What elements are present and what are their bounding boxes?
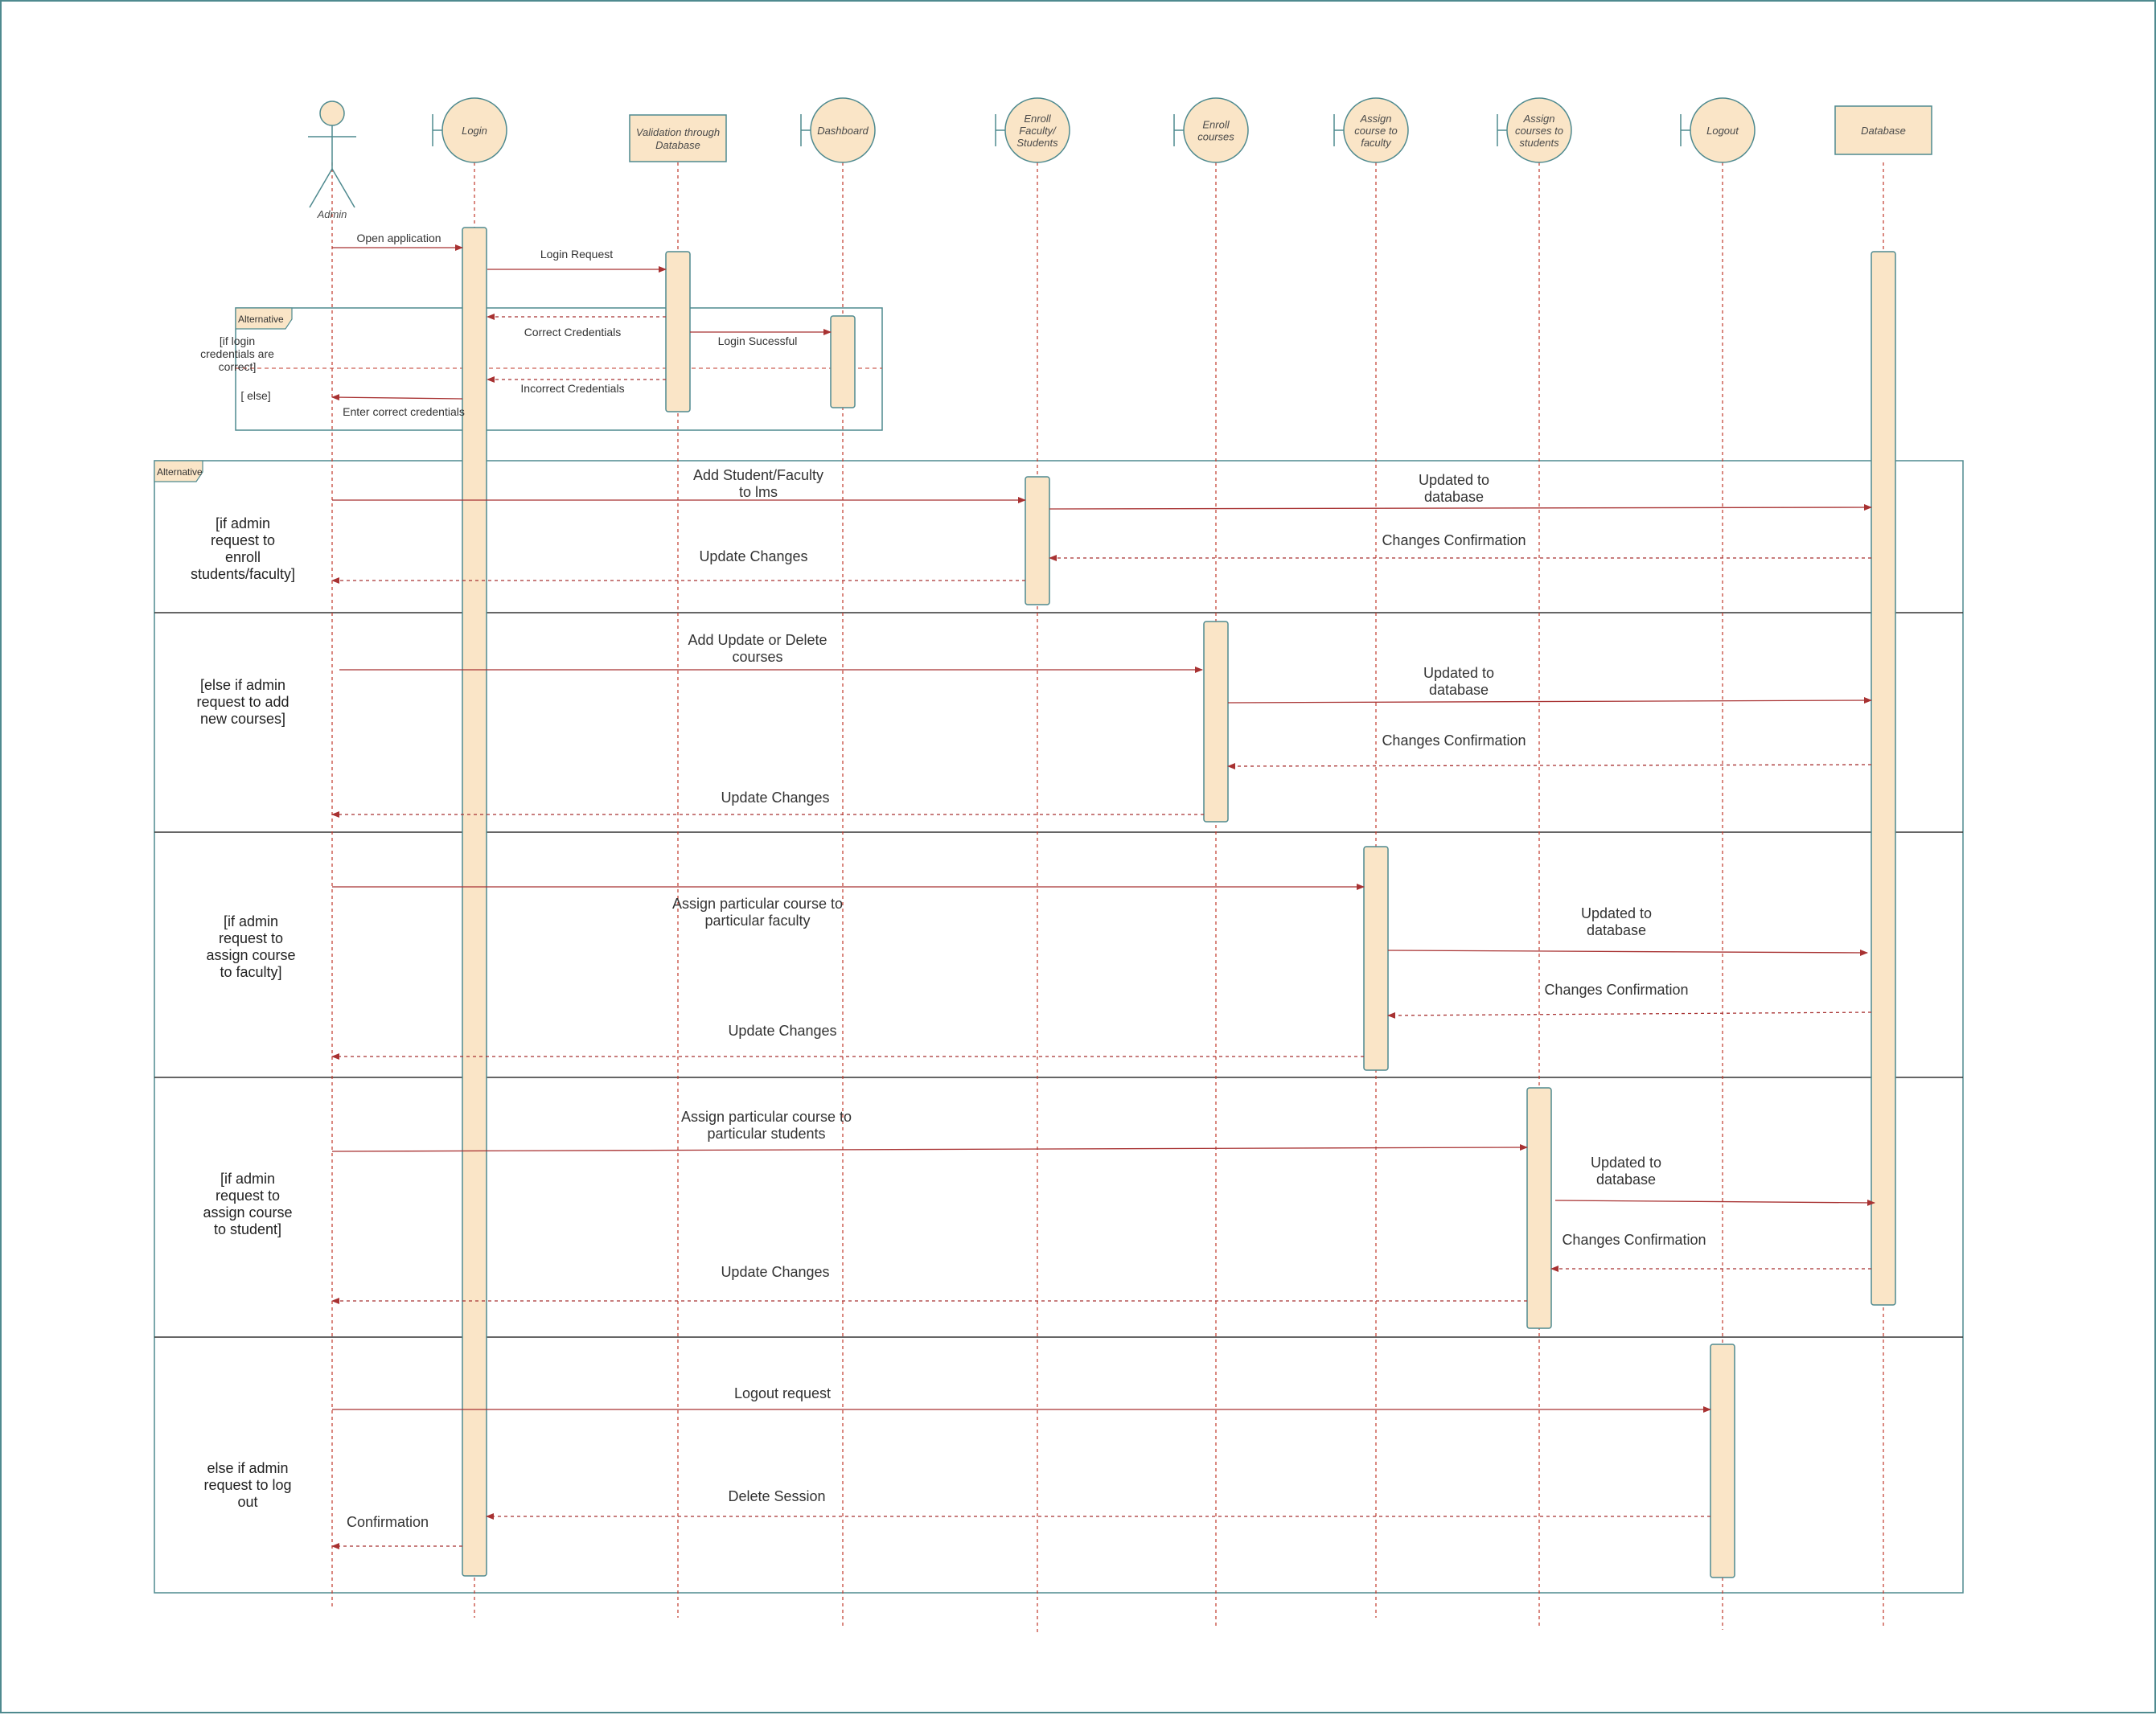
activation-bar [462,227,487,1577]
participant-admin: Admin [308,101,356,220]
message-label: Update Changes [728,1023,836,1039]
activation-bar [830,315,856,408]
message-label: Delete Session [728,1488,825,1504]
message-label: Changes Confirmation [1562,1232,1706,1248]
message-label: Login Sucessful [718,334,798,347]
message-arrow [1049,504,1872,511]
message-arrow [1227,697,1872,704]
alt-frame-tag-label: Alternative [157,466,203,478]
activation-bar [665,251,691,412]
boundary-circle-icon [810,97,876,163]
participant-box [1834,105,1932,155]
participant-logout: Logout [1680,97,1756,163]
boundary-circle-icon [1183,97,1249,163]
boundary-circle-icon [1506,97,1572,163]
message-label: Update Changes [721,790,829,806]
boundary-circle-icon [441,97,507,163]
alt-frame-border [235,307,883,431]
message-arrow [1387,949,1868,956]
message-label: Correct Credentials [524,326,622,338]
activation-bar [1025,476,1050,605]
participant-database: Database [1834,105,1932,155]
activation-bar [1526,1087,1552,1329]
message-label: Changes Confirmation [1382,732,1526,749]
message-arrow [1554,1199,1875,1206]
message-label: Changes Confirmation [1382,532,1526,548]
actor-leg-icon [309,168,333,208]
message-arrow [1387,1011,1872,1019]
participant-dashboard: Dashboard [800,97,876,163]
participant-label: Login [462,125,487,137]
participant-login: Login [432,97,507,163]
message-arrow [331,394,463,401]
boundary-circle-icon [1343,97,1409,163]
activation-bar [1871,251,1896,1306]
boundary-circle-icon [1690,97,1756,163]
alt-frame-tag-label: Alternative [238,314,284,325]
message-arrow [1227,762,1872,769]
activation-bar [1363,846,1389,1071]
participant-label: Logout [1706,125,1739,137]
message-label: Logout request [734,1385,831,1401]
message-label: Incorrect Credentials [520,382,624,395]
message-label: Open application [356,232,441,244]
guard-condition: [ else] [240,389,270,402]
alt-frame-tag [235,307,293,330]
activation-bar [1203,621,1229,823]
participant-label: Admin [317,208,347,220]
participant-label: Database [1861,125,1906,137]
alt-frame-border [154,460,1964,1594]
participant-box [629,114,727,162]
activation-bar [1710,1344,1735,1578]
actor-leg-icon [331,168,355,208]
boundary-circle-icon [1004,97,1070,163]
message-label: Update Changes [699,548,807,564]
message-label: Enter correct credentials [343,405,465,418]
message-label: Update Changes [721,1264,829,1280]
message-arrow [331,1144,1528,1152]
actor-head-icon [319,101,345,126]
participant-label: Dashboard [817,125,869,137]
message-label: Confirmation [347,1514,429,1530]
message-label: Changes Confirmation [1544,982,1688,998]
alt-frame-tag [154,460,203,482]
alt-frame: Alternative [154,460,1964,1594]
alt-frame: Alternative [235,307,883,431]
message-label: Login Request [540,248,613,261]
